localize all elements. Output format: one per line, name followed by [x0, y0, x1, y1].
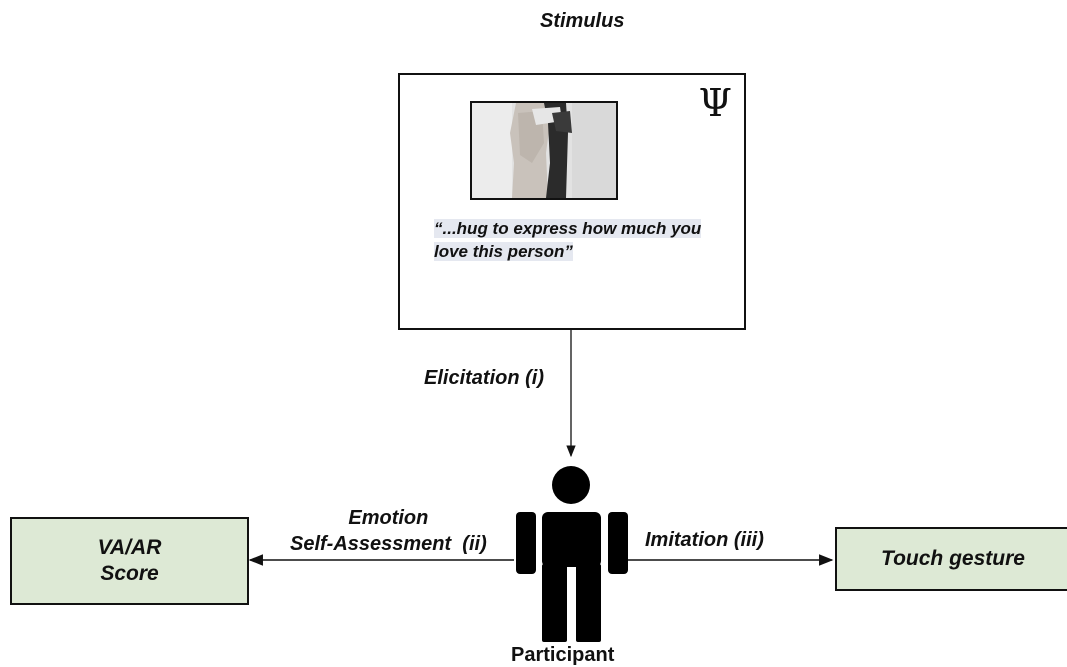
stimulus-panel: Ψ “...hug to express how much you love t… — [398, 73, 746, 330]
participant-label: Participant — [511, 644, 615, 666]
hug-photo — [470, 101, 618, 200]
va-ar-score-box: VA/AR Score — [10, 517, 249, 605]
touch-gesture-box: Touch gesture — [835, 527, 1067, 591]
person-icon — [516, 466, 628, 642]
score-box-line2: Score — [100, 562, 159, 585]
hug-photo-image — [472, 103, 616, 198]
stimulus-title: Stimulus — [540, 10, 625, 32]
elicitation-label: Elicitation (i) — [424, 367, 544, 389]
touch-gesture-label: Touch gesture — [881, 547, 1025, 570]
self-assessment-label-line1: Emotion — [348, 507, 429, 529]
self-assessment-label-line2: Self-Assessment (ii) — [290, 533, 487, 555]
stimulus-quote: “...hug to express how much you love thi… — [434, 217, 734, 263]
self-assessment-label: Emotion Self-Assessment (ii) — [290, 505, 487, 557]
imitation-label: Imitation (iii) — [645, 529, 764, 551]
psi-icon: Ψ — [698, 81, 732, 125]
stimulus-quote-text: “...hug to express how much you love thi… — [434, 219, 702, 261]
score-box-line1: VA/AR — [97, 536, 162, 559]
